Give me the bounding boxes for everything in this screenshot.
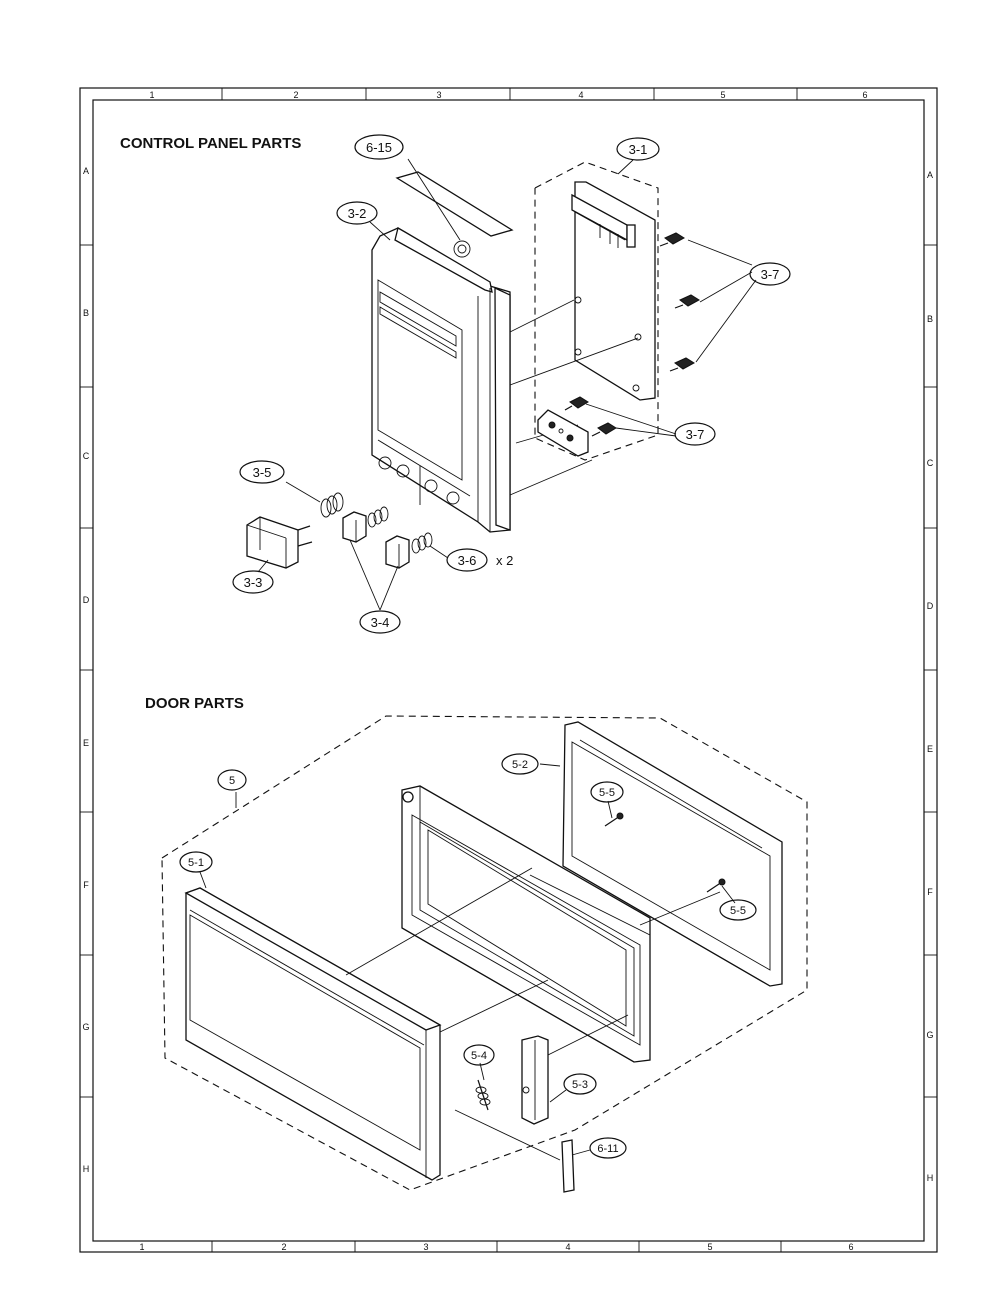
latch-5-3 [521,1035,549,1125]
grid-row-label: D [83,595,90,605]
grid-col-label: 1 [149,90,154,100]
callout-3-5: 3-5 [253,465,272,480]
callout-3-7-lower: 3-7 [686,427,705,442]
callout-5: 5 [229,775,235,787]
grid-row-label: G [926,1030,933,1040]
door-dashed-outline [161,715,808,1191]
switch-board [537,409,589,457]
control-panel-frame-3-2 [371,227,511,533]
button-3-4 [342,511,410,569]
door-chassis [401,785,651,1063]
grid-row-label: B [927,314,933,324]
label-strip-6-15 [395,171,514,237]
grid-col-label: 2 [293,90,298,100]
callout-6-11: 6-11 [597,1143,618,1155]
callout-5-1: 5-1 [188,857,204,869]
callout-5-2: 5-2 [512,759,528,771]
callout-3-6-quantity: x 2 [496,553,513,568]
grid-col-label: 5 [707,1242,712,1252]
callout-3-4: 3-4 [371,615,390,630]
door-heading: DOOR PARTS [145,695,244,712]
grid-col-label: 2 [281,1242,286,1252]
grid-col-label: 3 [436,90,441,100]
label-strip-6-11 [561,1139,575,1193]
callout-5-5-lower: 5-5 [730,905,746,917]
callout-6-15: 6-15 [366,140,392,155]
grid-col-label: 4 [565,1242,570,1252]
grid-row-label: H [927,1173,934,1183]
grid-row-label: F [83,880,89,890]
door-frame-5-2 [562,721,783,987]
grid-row-label: B [83,308,89,318]
callout-5-3: 5-3 [572,1079,588,1091]
grid-row-label: H [83,1164,90,1174]
callout-3-3: 3-3 [244,575,263,590]
drawing-frame [79,87,938,1253]
grid-col-label: 4 [578,90,583,100]
spring-3-6 [367,506,433,554]
grid-row-label: D [927,601,934,611]
grid-col-label: 6 [862,90,867,100]
grid-row-label: C [83,451,90,461]
screw-3-7-upper [659,232,700,372]
callout-3-6: 3-6 [458,553,477,568]
spring-5-4 [475,1079,491,1111]
grid-row-label: A [83,166,89,176]
button-3-3 [246,516,313,569]
callout-5-5-upper: 5-5 [599,787,615,799]
callout-3-1: 3-1 [629,142,648,157]
callout-3-2: 3-2 [348,206,367,221]
spring-3-5 [320,492,344,518]
grid-row-label: C [927,458,934,468]
grid-row-label: A [927,170,933,180]
door-front-5-1 [184,887,442,1181]
callout-3-7-upper: 3-7 [761,267,780,282]
grid-col-label: 6 [848,1242,853,1252]
grid-row-label: F [927,887,933,897]
grid-row-label: E [83,738,89,748]
door-assembly [161,715,808,1193]
control-panel-assembly [232,134,791,634]
grid-row-label: E [927,744,933,754]
control-panel-heading: CONTROL PANEL PARTS [120,135,301,152]
callout-5-4: 5-4 [471,1050,487,1062]
grid-col-label: 5 [720,90,725,100]
grid-row-label: G [82,1022,89,1032]
grid-col-label: 1 [139,1242,144,1252]
screw-5-5 [604,812,726,893]
grid-col-label: 3 [423,1242,428,1252]
